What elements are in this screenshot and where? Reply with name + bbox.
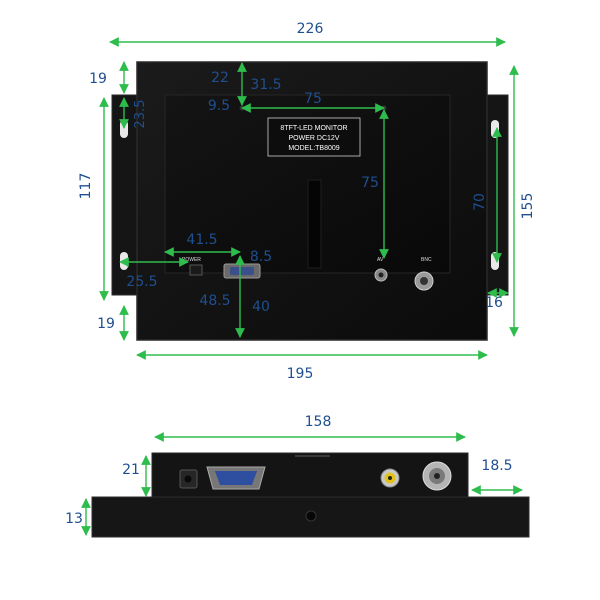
bnc-connector-core xyxy=(420,277,428,285)
back-view: 8TFT-LED MONITOR POWER DC12V MODEL:TB800… xyxy=(78,21,536,382)
dim-label-117: 117 xyxy=(78,173,94,200)
dim-label-75-horizontal: 75 xyxy=(304,91,322,107)
dim-label-21: 21 xyxy=(122,462,140,478)
dim-label-48-5: 48.5 xyxy=(199,293,230,309)
dim-label-8-5: 8.5 xyxy=(250,249,272,265)
dim-label-16: 16 xyxy=(485,295,503,311)
port-label-bnc: BNC xyxy=(421,257,432,263)
model-label-line-2: POWER DC12V xyxy=(289,135,340,142)
dim-label-75-vertical: 75 xyxy=(361,175,379,191)
bottom-av-connector-core xyxy=(388,476,392,480)
port-label-av: AV xyxy=(377,257,384,263)
model-label-line-1: 8TFT-LED MONITOR xyxy=(280,125,347,132)
dim-label-9-5: 9.5 xyxy=(208,98,230,114)
left-bottom-slot xyxy=(120,252,128,270)
dim-label-41-5: 41.5 xyxy=(186,232,217,248)
dim-label-22: 22 xyxy=(211,70,229,86)
cover-vent-slot xyxy=(307,179,322,269)
dim-label-18-5: 18.5 xyxy=(481,458,512,474)
model-label-line-3: MODEL:TB8009 xyxy=(288,145,339,152)
dim-label-19-top: 19 xyxy=(89,71,107,87)
dim-label-40: 40 xyxy=(252,299,270,315)
dim-label-226: 226 xyxy=(297,21,324,37)
bottom-view-dimension-lines xyxy=(81,432,523,536)
dim-label-195: 195 xyxy=(287,366,314,382)
bottom-power-jack-hole xyxy=(184,475,192,483)
power-jack xyxy=(189,264,203,276)
bottom-bnc-connector-core xyxy=(434,473,440,479)
dim-label-155: 155 xyxy=(520,193,536,220)
port-label-power: POWER xyxy=(182,257,201,263)
dim-label-70: 70 xyxy=(472,193,488,211)
bottom-vga-port-inner xyxy=(215,471,257,485)
right-bottom-slot xyxy=(491,252,499,270)
bottom-view-upper-chassis xyxy=(151,452,469,500)
av-connector-core xyxy=(378,272,384,278)
model-label xyxy=(267,117,361,157)
dim-label-23-5: 23.5 xyxy=(133,100,148,129)
back-view-dimension-lines xyxy=(99,37,519,360)
bottom-view: 158 21 18.5 13 xyxy=(65,414,530,538)
dim-label-19-bottom: 19 xyxy=(97,316,115,332)
dim-label-158: 158 xyxy=(305,414,332,430)
dim-label-25-5: 25.5 xyxy=(126,274,157,290)
dim-label-31-5: 31.5 xyxy=(250,77,281,93)
vga-port-inner xyxy=(230,267,254,275)
dim-label-13: 13 xyxy=(65,511,83,527)
bezel-screw-hole xyxy=(305,510,317,522)
right-top-slot xyxy=(491,120,499,138)
